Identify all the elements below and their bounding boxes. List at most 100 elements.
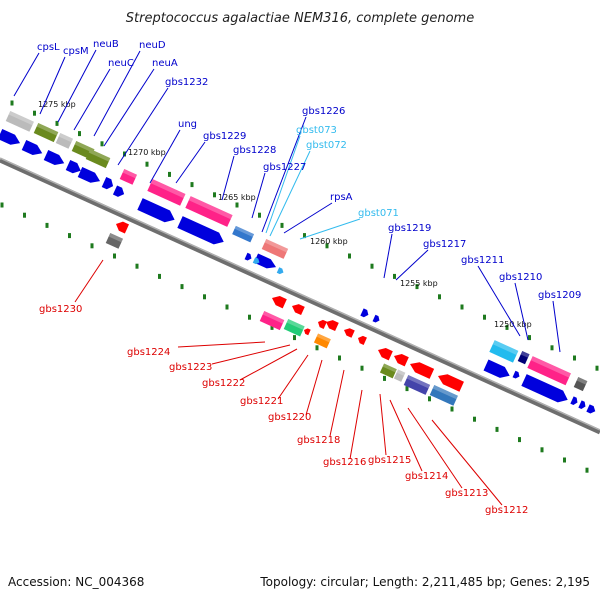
gene-feature: [232, 225, 255, 243]
leader-line: [93, 50, 141, 137]
gene-label: gbs1223: [169, 362, 212, 373]
gene-feature: [177, 216, 224, 245]
tick-mark: [483, 314, 486, 320]
tick-mark: [203, 294, 206, 300]
tick-mark: [270, 324, 274, 330]
tick-mark: [473, 416, 476, 422]
tick-mark: [33, 110, 36, 116]
leader-line: [177, 341, 266, 348]
gene-feature: [318, 319, 327, 329]
leader-line: [149, 129, 181, 184]
leader-line: [73, 68, 111, 131]
gene-label: cpsL: [37, 42, 60, 53]
tick-mark: [235, 202, 239, 208]
leader-line: [211, 344, 291, 365]
tick-mark: [113, 253, 116, 259]
leader-line: [477, 265, 521, 337]
tick-mark: [383, 375, 386, 381]
leader-line: [514, 282, 529, 341]
gene-feature: [5, 110, 34, 132]
gene-feature: [489, 340, 519, 363]
leader-line: [74, 259, 104, 303]
leader-line: [383, 233, 393, 279]
tick-mark: [258, 212, 261, 218]
leader-line: [395, 249, 429, 281]
tick-mark: [135, 263, 139, 269]
tick-mark: [55, 120, 59, 126]
tick-mark: [180, 284, 184, 290]
gene-feature: [393, 369, 406, 382]
gene-feature: [65, 159, 81, 174]
leader-line: [283, 202, 333, 234]
tick-mark: [10, 100, 14, 106]
gene-feature: [0, 128, 21, 145]
gene-feature: [313, 333, 331, 349]
leader-line: [269, 150, 311, 237]
gene-feature: [21, 139, 43, 155]
tick-mark: [0, 202, 4, 208]
gene-feature: [410, 362, 435, 379]
tick-mark: [78, 131, 81, 137]
tick-mark: [23, 212, 26, 218]
leader-line: [431, 419, 503, 506]
leader-line: [117, 87, 169, 166]
gene-label: gbs1220: [268, 412, 311, 423]
gene-label: ung: [178, 119, 197, 130]
tick-mark: [428, 396, 431, 402]
gene-labels-lower: gbs1230 gbs1224 gbs1223 gbs1222 gbs1221 …: [39, 304, 528, 516]
gene-label: gbst072: [306, 140, 347, 151]
gene-label: gbs1232: [165, 77, 208, 88]
tick-mark: [168, 171, 171, 177]
tick-mark: [460, 304, 464, 310]
tick-mark: [370, 263, 374, 269]
gene-label: gbs1214: [405, 471, 448, 482]
kbp-label: 1255 kbp: [400, 279, 438, 288]
leader-line: [299, 218, 361, 240]
leader-line: [39, 56, 66, 115]
tick-mark: [563, 457, 566, 463]
gene-blocks: [0, 110, 596, 414]
tick-mark: [225, 304, 229, 310]
gene-label: gbs1227: [263, 162, 306, 173]
gene-feature: [105, 232, 124, 249]
gene-label: gbs1228: [233, 145, 276, 156]
gene-feature: [252, 257, 260, 265]
gene-labels-upper: cpsL cpsM neuB neuD neuC neuA gbs1232 un…: [37, 39, 581, 301]
tick-mark: [573, 355, 576, 361]
tick-mark: [158, 273, 161, 279]
kbp-label: 1275 kbp: [38, 100, 76, 109]
gene-feature: [101, 176, 114, 190]
leader-lines: [13, 49, 561, 506]
tick-mark: [68, 233, 71, 239]
leader-line: [277, 354, 309, 400]
gene-feature: [253, 253, 277, 269]
tick-mark: [90, 243, 94, 249]
gene-label: gbs1229: [203, 131, 246, 142]
leader-line: [13, 52, 40, 97]
gene-feature: [259, 310, 285, 331]
gene-feature: [292, 304, 305, 316]
map-title: Streptococcus agalactiae NEM316, complet…: [126, 11, 474, 26]
tick-mark: [123, 151, 126, 157]
gene-label: neuB: [93, 39, 119, 50]
tick-mark: [585, 467, 589, 473]
tick-mark: [348, 253, 351, 259]
gene-label: gbs1230: [39, 304, 82, 315]
gene-label: gbs1224: [127, 347, 170, 358]
kbp-label: 1270 kbp: [128, 148, 166, 157]
accession-text: Accession: NC_004368: [8, 575, 144, 589]
gene-feature: [483, 359, 510, 378]
gene-label: cpsM: [63, 46, 89, 57]
tick-mark: [338, 355, 341, 361]
gene-label: neuA: [152, 58, 178, 69]
tick-mark: [303, 233, 306, 239]
leader-line: [57, 49, 97, 123]
gene-label: gbs1211: [461, 255, 504, 266]
gene-feature: [55, 132, 74, 149]
tick-mark: [505, 324, 509, 330]
gene-label: gbs1217: [423, 239, 466, 250]
tick-mark: [145, 161, 149, 167]
leader-line: [239, 348, 298, 381]
tick-mark: [528, 335, 531, 341]
